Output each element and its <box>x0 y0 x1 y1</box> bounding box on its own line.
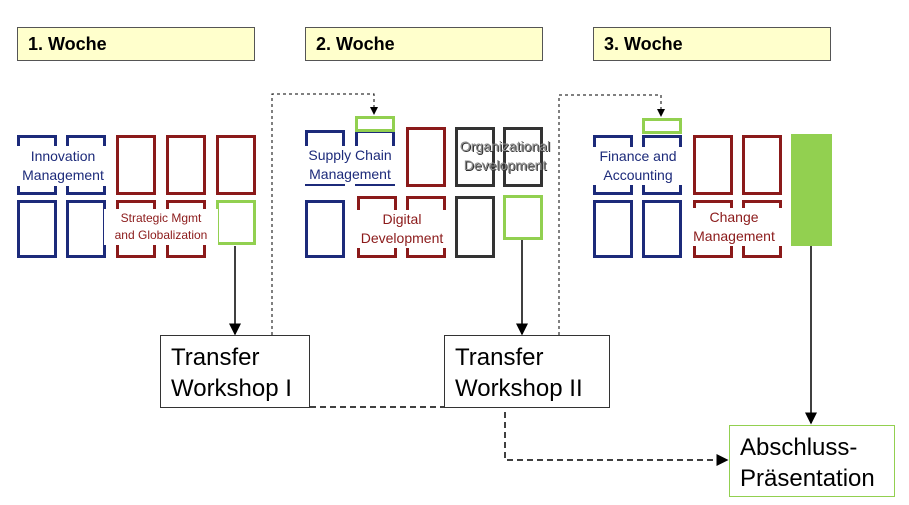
organizational-development-label: Organizational Development <box>456 137 554 175</box>
innovation-management-label: Innovation Management <box>17 146 109 186</box>
organizational-development-text: Organizational Development <box>459 138 551 173</box>
finance-accounting-label: Finance and Accounting <box>592 147 684 185</box>
transfer-block <box>355 116 395 132</box>
strategic-mgmt-text: Strategic Mgmt and Globalization <box>114 211 208 242</box>
module-block <box>642 200 682 258</box>
module-block <box>742 135 782 195</box>
finance-accounting-text: Finance and Accounting <box>599 148 677 183</box>
transfer-block <box>503 195 543 240</box>
transfer-workshop-2: Transfer Workshop II <box>444 335 610 408</box>
dashed-arrow-week2 <box>271 93 378 335</box>
final-transfer-block <box>791 134 832 246</box>
digital-development-text: Digital Development <box>360 211 444 246</box>
week-1-header: 1. Woche <box>17 27 255 61</box>
module-block <box>455 127 495 187</box>
supply-chain-text: Supply Chain Management <box>308 147 392 182</box>
transfer-block <box>642 118 682 134</box>
transfer-workshop-2-text: Transfer Workshop II <box>455 344 583 402</box>
module-block <box>593 200 633 258</box>
module-block <box>503 127 543 187</box>
module-block <box>406 127 446 187</box>
module-block <box>17 200 57 258</box>
supply-chain-label: Supply Chain Management <box>303 146 397 184</box>
module-block <box>116 135 156 195</box>
innovation-management-text: Innovation Management <box>22 148 104 183</box>
dashed-arrow-final <box>290 406 729 466</box>
dashed-arrow-week3 <box>558 94 665 335</box>
abschluss-praesentation: Abschluss- Präsentation <box>729 425 895 497</box>
change-management-text: Change Management <box>693 209 775 244</box>
abschluss-praesentation-text: Abschluss- Präsentation <box>740 434 875 492</box>
module-block <box>216 135 256 195</box>
transfer-workshop-1: Transfer Workshop I <box>160 335 310 408</box>
transfer-workshop-1-text: Transfer Workshop I <box>171 344 292 402</box>
strategic-mgmt-label: Strategic Mgmt and Globalization <box>104 209 218 245</box>
module-block <box>455 196 495 258</box>
week-2-header: 2. Woche <box>305 27 543 61</box>
module-block <box>305 200 345 258</box>
module-block <box>166 135 206 195</box>
module-block <box>693 135 733 195</box>
digital-development-label: Digital Development <box>356 210 448 248</box>
change-management-label: Change Management <box>686 208 782 246</box>
module-block <box>66 200 106 258</box>
week-3-header: 3. Woche <box>593 27 831 61</box>
